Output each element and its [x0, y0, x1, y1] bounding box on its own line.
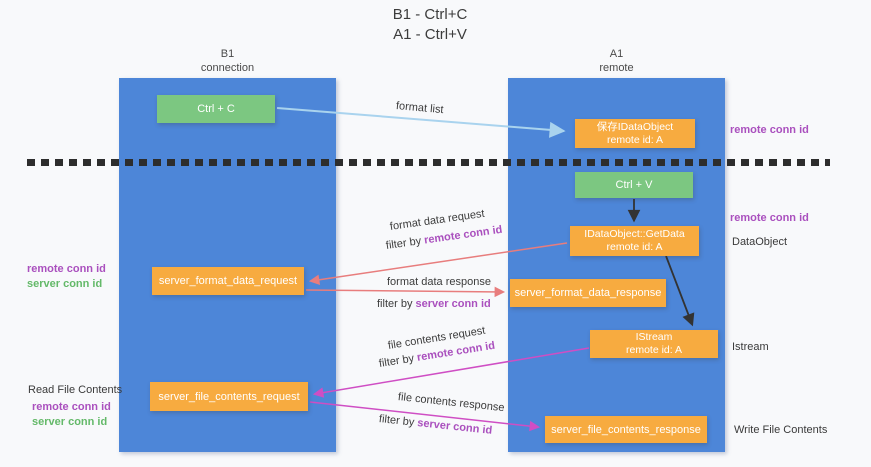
right-column-name: A1	[609, 48, 624, 60]
left-column-role: connection	[200, 62, 255, 74]
right-column-role: remote	[599, 62, 634, 74]
save-idataobject-line1: 保存IDataObject	[596, 120, 674, 133]
filter-prefix: filter by	[378, 413, 415, 429]
istream-box: IStream remote id: A	[590, 330, 718, 358]
ctrl-c-box: Ctrl + C	[157, 95, 275, 123]
filter-prefix: filter by	[385, 235, 422, 252]
format-data-response-label: format data response	[387, 276, 491, 288]
filter-prefix: filter by	[378, 352, 415, 370]
ctrl-v-label: Ctrl + V	[615, 179, 653, 191]
server-file-contents-request-box: server_file_contents_request	[150, 382, 308, 411]
getdata-line2: remote id: A	[606, 241, 663, 253]
istream-line1: IStream	[635, 331, 673, 343]
server-file-contents-response-label: server_file_contents_response	[551, 423, 701, 436]
left-column-name: B1	[220, 48, 235, 60]
left-column-header: B1 connection	[119, 47, 336, 75]
server-conn-id-term: server conn id	[415, 298, 491, 310]
istream-line2: remote id: A	[625, 344, 683, 356]
server-conn-id-term: server conn id	[416, 417, 493, 437]
server-conn-id-annotation-left-2: server conn id	[32, 416, 108, 428]
remote-conn-id-annotation-left-2: remote conn id	[32, 401, 111, 413]
istream-annotation: Istream	[732, 341, 769, 353]
remote-conn-id-annotation-left-1: remote conn id	[27, 263, 106, 275]
file-contents-response-label: file contents response	[397, 391, 506, 415]
format-list-label: format list	[395, 100, 445, 117]
server-format-data-request-box: server_format_data_request	[152, 267, 304, 295]
filter-by-server-conn-id-label-1: filter by server conn id	[377, 298, 491, 310]
server-format-data-response-box: server_format_data_response	[510, 279, 666, 307]
ctrl-c-label: Ctrl + C	[197, 103, 235, 115]
remote-conn-id-annotation-top-right: remote conn id	[730, 124, 809, 136]
remote-conn-id-term: remote conn id	[423, 223, 504, 247]
dataobject-annotation: DataObject	[732, 236, 788, 248]
right-column-header: A1 remote	[508, 47, 725, 75]
filter-prefix: filter by	[377, 298, 413, 310]
title-line-1: B1 - Ctrl+C	[392, 6, 468, 23]
phase-separator-dashed-line	[27, 159, 830, 166]
title-line-2: A1 - Ctrl+V	[393, 26, 467, 43]
ctrl-v-box: Ctrl + V	[575, 172, 693, 198]
remote-conn-id-annotation-mid-right: remote conn id	[730, 212, 809, 224]
getdata-line1: IDataObject::GetData	[584, 228, 685, 240]
server-format-data-request-label: server_format_data_request	[158, 275, 298, 287]
save-idataobject-line2: remote id: A	[606, 133, 664, 146]
diagram-title: B1 - Ctrl+C A1 - Ctrl+V	[330, 5, 530, 45]
save-idataobject-box: 保存IDataObject remote id: A	[575, 119, 695, 148]
server-file-contents-response-box: server_file_contents_response	[545, 416, 707, 443]
write-file-contents-annotation: Write File Contents	[734, 424, 828, 436]
read-file-contents-annotation: Read File Contents	[28, 384, 123, 396]
server-conn-id-annotation-left-1: server conn id	[27, 278, 103, 290]
filter-by-server-conn-id-label-2: filter by server conn id	[378, 413, 492, 437]
server-file-contents-request-label: server_file_contents_request	[158, 390, 300, 403]
server-format-data-response-label: server_format_data_response	[514, 287, 662, 299]
idataobject-getdata-box: IDataObject::GetData remote id: A	[570, 226, 699, 256]
